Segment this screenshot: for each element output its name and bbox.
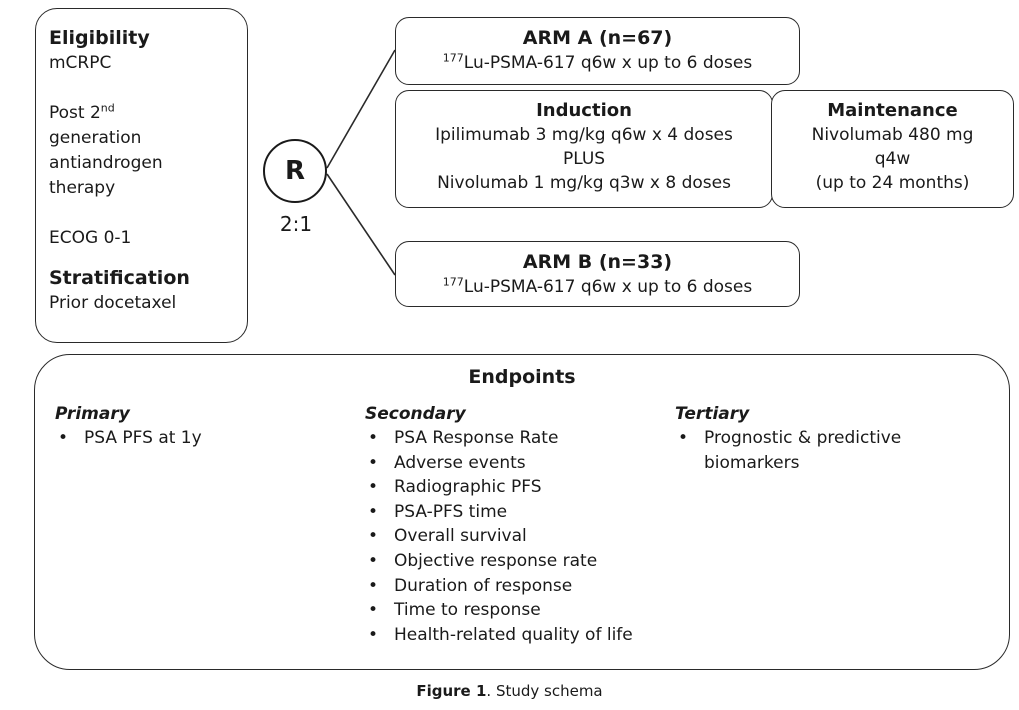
randomization-label: R bbox=[284, 156, 306, 186]
eligibility-post-line3: antiandrogen bbox=[49, 153, 163, 173]
list-item: •Time to response bbox=[368, 600, 541, 621]
secondary-list: •PSA Response Rate •Adverse events •Radi… bbox=[365, 426, 633, 647]
list-item: •Adverse events bbox=[368, 452, 526, 473]
induction-title: Induction bbox=[536, 100, 632, 121]
list-item: •PSA-PFS time bbox=[368, 501, 508, 522]
list-item: •Objective response rate bbox=[368, 550, 598, 571]
arm-b-box: ARM B (n=33) 177Lu-PSMA-617 q6w x up to … bbox=[395, 241, 800, 307]
induction-box: Induction Ipilimumab 3 mg/kg q6w x 4 dos… bbox=[395, 90, 773, 208]
list-item: •PSA PFS at 1y bbox=[58, 428, 202, 448]
eligibility-box: Eligibility mCRPC Post 2nd generation an… bbox=[35, 8, 248, 343]
tertiary-list: •Prognostic & predictive biomarkers bbox=[675, 426, 901, 475]
caption-label: Figure 1 bbox=[416, 682, 487, 700]
list-item: •PSA Response Rate bbox=[368, 428, 559, 448]
arm-a-box: ARM A (n=67) 177Lu-PSMA-617 q6w x up to … bbox=[395, 17, 800, 85]
figure-caption: Figure 1. Study schema bbox=[0, 682, 1019, 700]
eligibility-mcrpc: mCRPC bbox=[49, 53, 112, 73]
randomization-circle: R bbox=[263, 139, 327, 203]
eligibility-title: Eligibility bbox=[49, 27, 150, 49]
primary-list: •PSA PFS at 1y bbox=[55, 426, 202, 451]
secondary-title: Secondary bbox=[365, 404, 466, 424]
arm-b-regimen: 177Lu-PSMA-617 q6w x up to 6 doses bbox=[442, 275, 753, 297]
eligibility-post-line2: generation bbox=[49, 128, 142, 148]
tertiary-column: Tertiary •Prognostic & predictive biomar… bbox=[675, 402, 901, 475]
list-item: •Prognostic & predictive bbox=[678, 428, 902, 448]
eligibility-post-line4: therapy bbox=[49, 178, 116, 198]
stratification-value: Prior docetaxel bbox=[49, 293, 177, 313]
stratification-title: Stratification bbox=[49, 267, 190, 289]
superscript-nd: nd bbox=[100, 101, 115, 115]
endpoints-title: Endpoints bbox=[468, 366, 576, 388]
maintenance-box: Maintenance Nivolumab 480 mg q4w (up to … bbox=[771, 90, 1014, 208]
primary-column: Primary •PSA PFS at 1y bbox=[55, 402, 202, 451]
maintenance-line2: q4w bbox=[874, 149, 911, 169]
connector-to-arm-b bbox=[326, 173, 396, 276]
eligibility-ecog: ECOG 0-1 bbox=[49, 228, 132, 248]
list-item-continuation: biomarkers bbox=[704, 452, 800, 473]
maintenance-line3: (up to 24 months) bbox=[815, 173, 970, 193]
maintenance-line1: Nivolumab 480 mg bbox=[811, 125, 974, 145]
caption-text: . Study schema bbox=[486, 682, 603, 700]
list-item: •Overall survival bbox=[368, 526, 527, 547]
connector-to-arm-a bbox=[326, 49, 396, 169]
list-item: •Radiographic PFS bbox=[368, 477, 542, 498]
secondary-column: Secondary •PSA Response Rate •Adverse ev… bbox=[365, 402, 633, 647]
endpoints-box: Endpoints Primary •PSA PFS at 1y Seconda… bbox=[34, 354, 1010, 670]
induction-line1: Ipilimumab 3 mg/kg q6w x 4 doses bbox=[435, 125, 733, 145]
randomization-ratio: 2:1 bbox=[279, 212, 313, 236]
primary-title: Primary bbox=[55, 404, 130, 424]
induction-line3: Nivolumab 1 mg/kg q3w x 8 doses bbox=[437, 173, 731, 193]
arm-a-title: ARM A (n=67) bbox=[522, 27, 673, 49]
list-item: •Health-related quality of life bbox=[368, 624, 633, 645]
induction-line2: PLUS bbox=[562, 149, 606, 169]
tertiary-title: Tertiary bbox=[675, 404, 750, 424]
eligibility-post-line1: Post 2nd bbox=[49, 101, 115, 123]
maintenance-title: Maintenance bbox=[827, 100, 958, 121]
arm-b-title: ARM B (n=33) bbox=[522, 251, 673, 273]
list-item: •Duration of response bbox=[368, 575, 573, 596]
arm-a-regimen: 177Lu-PSMA-617 q6w x up to 6 doses bbox=[442, 51, 753, 73]
